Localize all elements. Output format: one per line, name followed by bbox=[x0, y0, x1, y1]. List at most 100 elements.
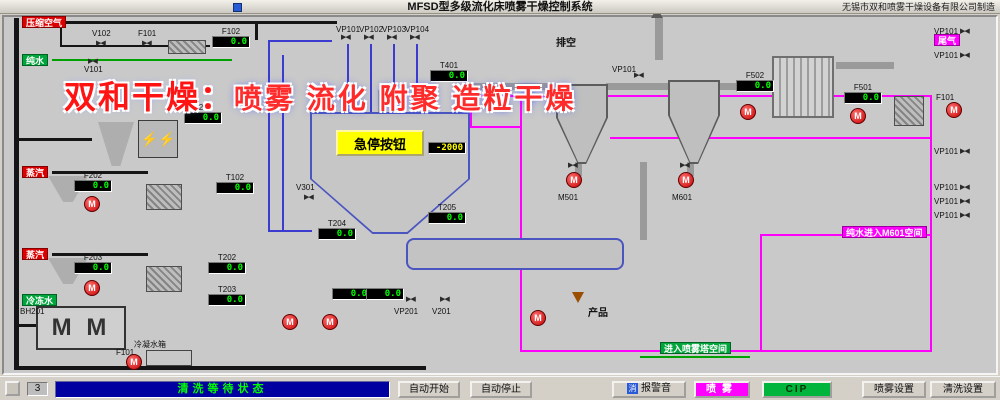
pump-icon[interactable]: M bbox=[850, 108, 866, 124]
cycle-counter: 3 bbox=[27, 382, 48, 396]
readout-label: T203 bbox=[217, 285, 237, 294]
readout-value: 0.0 bbox=[736, 80, 774, 92]
auto-stop-button[interactable]: 自动停止 bbox=[470, 381, 532, 398]
readout-label: F501 bbox=[853, 83, 873, 92]
equipment-label: 产品 bbox=[588, 308, 608, 319]
readout-value: -2000 bbox=[428, 134, 466, 154]
pipe-line bbox=[17, 324, 39, 327]
pipe-line bbox=[268, 40, 270, 232]
valve-icon[interactable]: ▶◀ bbox=[341, 34, 351, 41]
equipment-label: VP101 bbox=[934, 51, 959, 60]
pipe-line bbox=[470, 126, 522, 128]
spray-settings-button[interactable]: 喷雾设置 bbox=[862, 381, 926, 398]
pipe-line bbox=[52, 59, 232, 61]
valve-icon[interactable]: ▶◀ bbox=[96, 40, 106, 47]
valve-icon[interactable]: ▶◀ bbox=[142, 40, 152, 47]
equipment-label: 排空 bbox=[556, 38, 576, 49]
cip-mode-button[interactable]: CIP bbox=[762, 381, 832, 398]
cyclone-1-body bbox=[558, 86, 606, 162]
readout-value: 0.0 bbox=[208, 262, 246, 274]
valve-icon[interactable]: ▶◀ bbox=[960, 212, 970, 219]
pump-icon[interactable]: M bbox=[530, 310, 546, 326]
pipe-line bbox=[606, 83, 672, 90]
pipe-line bbox=[60, 24, 62, 46]
valve-icon[interactable]: ▶◀ bbox=[960, 52, 970, 59]
valve-icon[interactable]: ▶◀ bbox=[364, 34, 374, 41]
cyclone-2 bbox=[668, 80, 720, 164]
equipment-label: F101 bbox=[116, 348, 135, 357]
pipe-line bbox=[282, 55, 284, 232]
equipment-label: 冷凝水箱 bbox=[134, 340, 166, 349]
pipe-line bbox=[393, 44, 395, 112]
readout-label bbox=[428, 134, 466, 142]
pump-icon[interactable]: M bbox=[946, 102, 962, 118]
valve-icon[interactable]: ▶◀ bbox=[960, 148, 970, 155]
valve-icon[interactable]: ▶◀ bbox=[960, 28, 970, 35]
pipe-line bbox=[836, 62, 894, 69]
equipment-label: BH201 bbox=[20, 307, 45, 316]
manufacturer-text: 无锡市双和喷雾干燥设备有限公司制造 bbox=[841, 2, 995, 12]
equipment-label: V301 bbox=[296, 183, 315, 192]
pump-icon[interactable]: M bbox=[84, 196, 100, 212]
pump-icon[interactable]: M bbox=[740, 104, 756, 120]
valve-icon[interactable]: ▶◀ bbox=[387, 34, 397, 41]
flow-tag: 冷冻水 bbox=[22, 294, 58, 306]
readout-label: T201 bbox=[193, 103, 213, 112]
clean-settings-button[interactable]: 清洗设置 bbox=[930, 381, 996, 398]
readout-label: T204 bbox=[327, 219, 347, 228]
pump-icon[interactable]: M bbox=[566, 172, 582, 188]
valve-icon[interactable]: ▶◀ bbox=[680, 162, 690, 169]
alarm-mute-button[interactable]: 消报警音 bbox=[612, 381, 686, 398]
equipment-label: VP102 bbox=[359, 25, 384, 34]
valve-icon[interactable]: ▶◀ bbox=[304, 194, 314, 201]
spray-mode-button[interactable]: 喷雾 bbox=[694, 381, 750, 398]
flow-tag: 蒸汽 bbox=[22, 248, 49, 260]
readout-value: 0.0 bbox=[74, 180, 112, 192]
lightning-icon: ⚡⚡ bbox=[140, 131, 176, 147]
title-bar: MFSD型多级流化床喷雾干燥控制系统 无锡市双和喷雾干燥设备有限公司制造 bbox=[0, 0, 1000, 14]
pump-icon[interactable]: M bbox=[678, 172, 694, 188]
pipe-line bbox=[930, 95, 932, 352]
valve-icon[interactable]: ▶◀ bbox=[406, 296, 416, 303]
valve-icon[interactable]: ▶◀ bbox=[410, 34, 420, 41]
product-arrow-icon bbox=[572, 292, 584, 303]
readout-value: 0.0 bbox=[318, 228, 356, 240]
flow-tag: 纯水 bbox=[22, 54, 49, 66]
pipe-line bbox=[416, 44, 418, 112]
readout-value: 0.0 bbox=[428, 212, 466, 224]
cyclone-1 bbox=[556, 84, 608, 164]
pump-icon[interactable]: M bbox=[126, 354, 142, 370]
pump-icon[interactable]: M bbox=[282, 314, 298, 330]
auto-start-button[interactable]: 自动开始 bbox=[398, 381, 460, 398]
valve-icon[interactable]: ▶◀ bbox=[440, 296, 450, 303]
equipment-label: VP101 bbox=[934, 27, 959, 36]
valve-icon[interactable]: ▶◀ bbox=[88, 58, 98, 65]
valve-icon[interactable]: ▶◀ bbox=[960, 184, 970, 191]
valve-icon[interactable]: ▶◀ bbox=[634, 72, 644, 79]
pipe-line bbox=[52, 21, 337, 24]
valve-icon[interactable]: ▶◀ bbox=[960, 198, 970, 205]
condenser-unit: M M bbox=[36, 306, 126, 350]
pipe-line bbox=[470, 95, 472, 128]
pipe-line bbox=[655, 18, 663, 60]
flow-tag: 蒸汽 bbox=[22, 166, 49, 178]
status-mini-icon[interactable] bbox=[5, 381, 20, 396]
pipe-line bbox=[255, 24, 258, 40]
pump-icon[interactable]: M bbox=[322, 314, 338, 330]
pipe-line bbox=[268, 230, 312, 232]
pump-icon[interactable]: M bbox=[84, 280, 100, 296]
readout-label: T401 bbox=[439, 61, 459, 70]
readout-value: -2000 bbox=[428, 142, 466, 154]
valve-icon[interactable]: ▶◀ bbox=[568, 162, 578, 169]
equipment-label: F101 bbox=[936, 93, 955, 102]
emergency-stop-button[interactable]: 急停按钮 bbox=[336, 130, 424, 156]
